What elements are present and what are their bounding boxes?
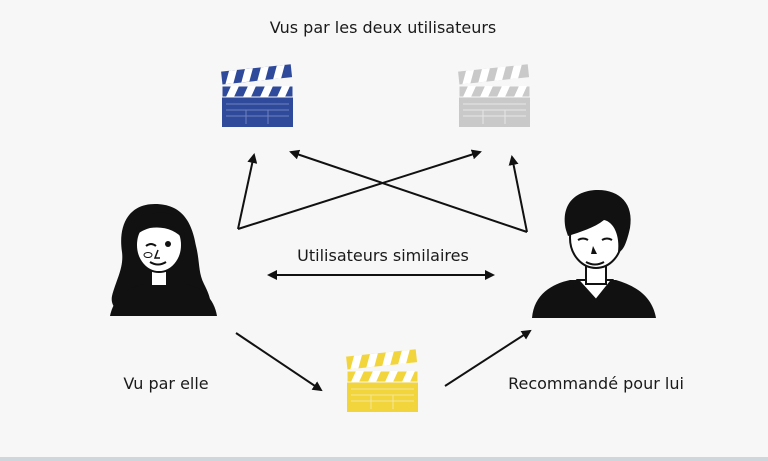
arrow-woman-to-blue bbox=[237, 153, 258, 230]
label-recommended-for-him: Recommandé pour lui bbox=[508, 374, 684, 393]
arrow-woman-to-gray bbox=[237, 149, 482, 230]
clapperboard-blue-icon bbox=[221, 64, 294, 127]
clapperboard-yellow-icon bbox=[346, 349, 419, 412]
arrow-yellow-to-man bbox=[444, 329, 532, 387]
arrow-man-to-blue bbox=[289, 149, 528, 233]
clapperboard-gray-icon bbox=[458, 64, 531, 127]
woman-avatar-icon bbox=[110, 204, 217, 316]
label-similar-users: Utilisateurs similaires bbox=[297, 246, 469, 265]
arrow-woman-to-yellow bbox=[235, 332, 323, 392]
bottom-divider bbox=[0, 457, 768, 461]
man-avatar-icon bbox=[532, 190, 656, 318]
label-watched-by-her: Vu par elle bbox=[123, 374, 209, 393]
label-watched-by-both: Vus par les deux utilisateurs bbox=[269, 18, 497, 37]
arrow-man-to-gray bbox=[508, 155, 528, 233]
